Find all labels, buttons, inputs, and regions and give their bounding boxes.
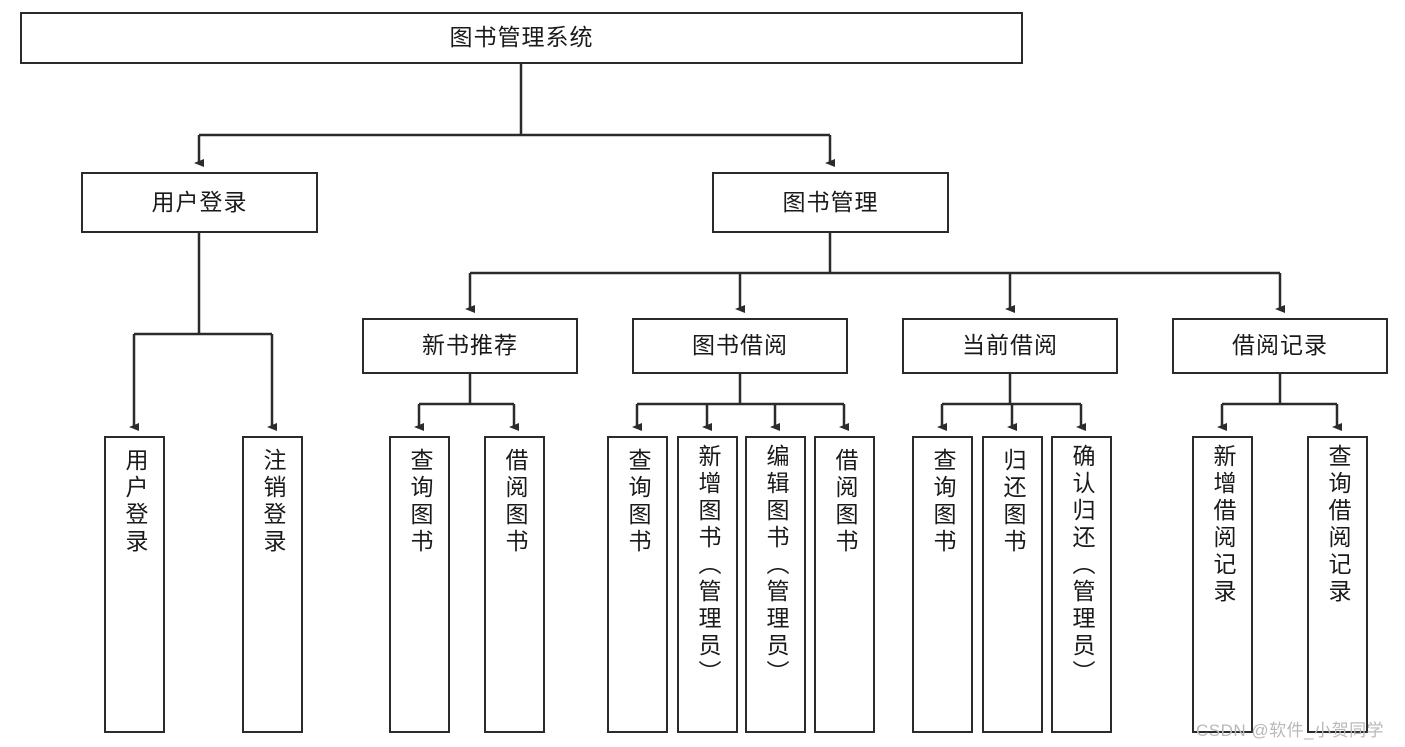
leaf-query-borrow-record[interactable]: 查询借阅记录 [1307,436,1368,733]
node-book-manage[interactable]: 图书管理 [712,172,949,233]
node-root-system[interactable]: 图书管理系统 [20,12,1023,64]
node-label: 新书推荐 [422,332,518,359]
node-label: 图书管理系统 [449,24,594,51]
leaf-borrow-book-recommend[interactable]: 借阅图书 [484,436,545,733]
node-label: 新增图书（管理员） [695,444,721,687]
leaf-query-book-recommend[interactable]: 查询图书 [389,436,450,733]
leaf-edit-book-admin[interactable]: 编辑图书（管理员） [745,436,806,733]
node-borrow-record[interactable]: 借阅记录 [1172,318,1388,374]
node-label: 借阅记录 [1232,332,1328,359]
node-label: 注销登录 [260,448,286,556]
node-book-borrow[interactable]: 图书借阅 [632,318,848,374]
node-label: 当前借阅 [962,332,1058,359]
node-label: 借阅图书 [832,448,858,556]
node-new-book-recommend[interactable]: 新书推荐 [362,318,578,374]
leaf-return-book[interactable]: 归还图书 [982,436,1043,733]
node-label: 查询图书 [407,448,433,556]
node-current-borrow[interactable]: 当前借阅 [902,318,1118,374]
node-label: 借阅图书 [502,448,528,556]
leaf-add-borrow-record[interactable]: 新增借阅记录 [1192,436,1253,733]
leaf-logout[interactable]: 注销登录 [242,436,303,733]
node-label: 用户登录 [122,448,148,556]
leaf-query-book-borrow[interactable]: 查询图书 [607,436,668,733]
node-label: 归还图书 [1000,448,1026,556]
node-label: 查询图书 [930,448,956,556]
leaf-borrow-book[interactable]: 借阅图书 [814,436,875,733]
leaf-user-login[interactable]: 用户登录 [104,436,165,733]
node-label: 编辑图书（管理员） [763,444,789,687]
node-label: 确认归还（管理员） [1069,444,1095,687]
node-label: 用户登录 [151,188,248,215]
leaf-add-book-admin[interactable]: 新增图书（管理员） [677,436,738,733]
node-label: 图书借阅 [692,332,788,359]
node-label: 新增借阅记录 [1210,444,1236,606]
node-user-login[interactable]: 用户登录 [81,172,318,233]
node-label: 图书管理 [782,188,879,215]
csdn-watermark: CSDN @软件_小贺同学 [1196,721,1385,740]
node-label: 查询借阅记录 [1325,444,1351,606]
node-label: 查询图书 [625,448,651,556]
leaf-confirm-return-admin[interactable]: 确认归还（管理员） [1051,436,1112,733]
leaf-query-book-current[interactable]: 查询图书 [912,436,973,733]
